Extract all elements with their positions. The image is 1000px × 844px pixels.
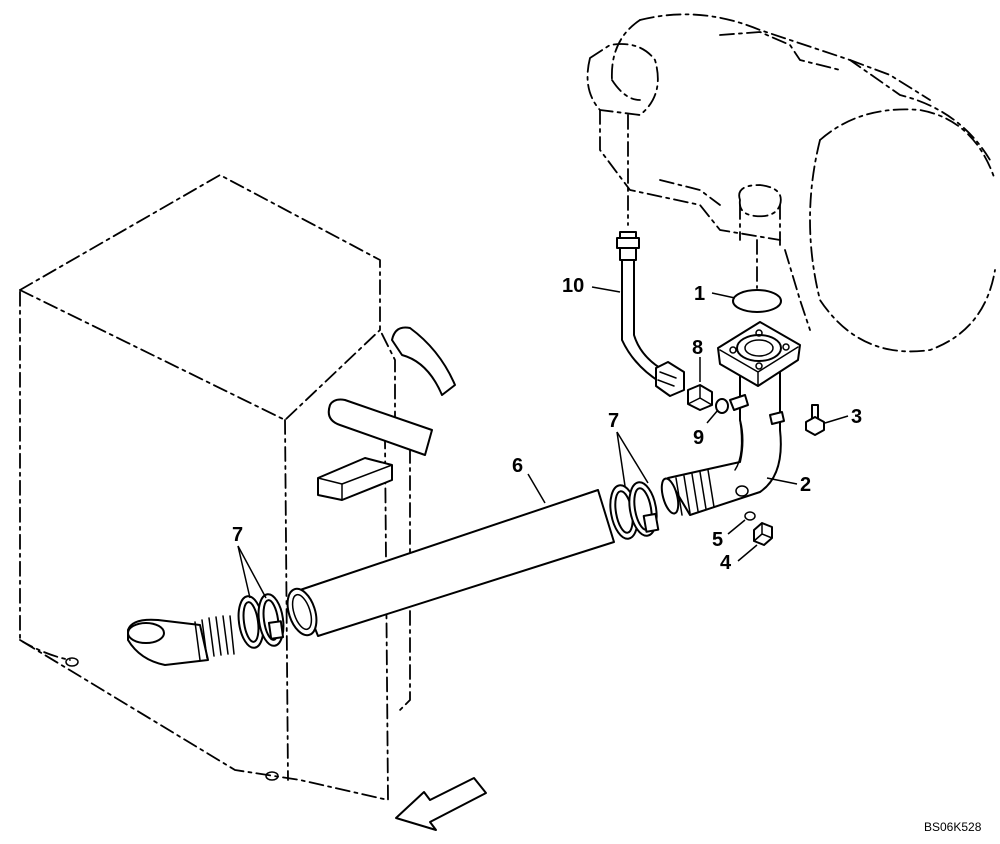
callout-6: 6 [512, 455, 523, 477]
coolant-hose [286, 489, 615, 637]
callout-5: 5 [712, 529, 723, 551]
o-ring [732, 289, 782, 313]
callout-1: 1 [694, 283, 705, 305]
callout-7-pipe: 7 [608, 410, 619, 432]
engine-outline [586, 13, 996, 353]
hose-connector [687, 384, 729, 414]
callout-2: 2 [800, 474, 811, 496]
flange-bolt [805, 404, 825, 436]
callout-7-radiator: 7 [232, 524, 243, 546]
radiator-outlet-pipe [127, 615, 235, 666]
callouts: 1 2 3 4 5 6 7 7 8 9 10 [232, 275, 862, 599]
breather-hose [616, 231, 685, 397]
radiator-upper-hose [317, 326, 456, 501]
figure-code: BS06K528 [924, 820, 982, 834]
front-direction-arrow-icon [395, 777, 487, 831]
water-pipe-elbow [660, 321, 801, 516]
callout-4: 4 [720, 552, 732, 574]
callout-9: 9 [693, 427, 704, 449]
drain-plug [744, 511, 773, 546]
callout-10: 10 [562, 275, 584, 297]
radiator-hose-clamp [237, 593, 285, 649]
pipe-hose-clamp [609, 481, 660, 540]
callout-8: 8 [692, 337, 703, 359]
callout-3: 3 [851, 406, 862, 428]
